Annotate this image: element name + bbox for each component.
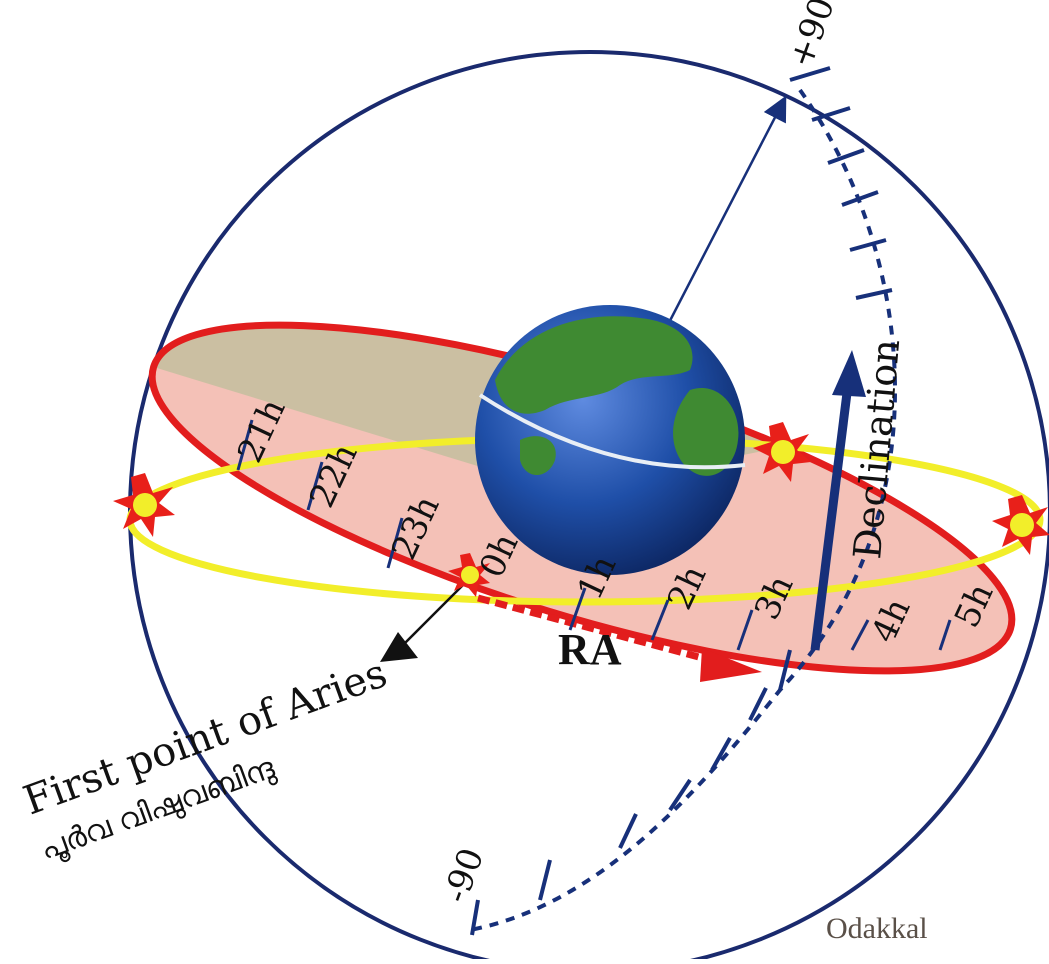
sun-icon [448, 553, 490, 597]
credit-label: Odakkal [826, 912, 928, 945]
ra-arrow [477, 594, 711, 664]
earth-globe [475, 305, 746, 575]
north-pole-arrow [658, 95, 787, 341]
ra-label: RA [558, 625, 622, 674]
hour-ticks [236, 419, 952, 651]
sun-icon [753, 422, 811, 482]
aries-arrow [399, 579, 469, 649]
declination-arrow [810, 384, 853, 651]
sun-icon [113, 473, 175, 537]
north-pole-label: +90 [781, 0, 843, 73]
ra-arrowhead [700, 648, 762, 682]
declination-ticks [470, 66, 893, 936]
south-pole-label: -90 [436, 843, 492, 908]
sun-icon [992, 495, 1049, 555]
declination-meridian [469, 88, 897, 932]
aries-arrowhead [380, 632, 418, 662]
declination-arrowhead [832, 350, 866, 397]
